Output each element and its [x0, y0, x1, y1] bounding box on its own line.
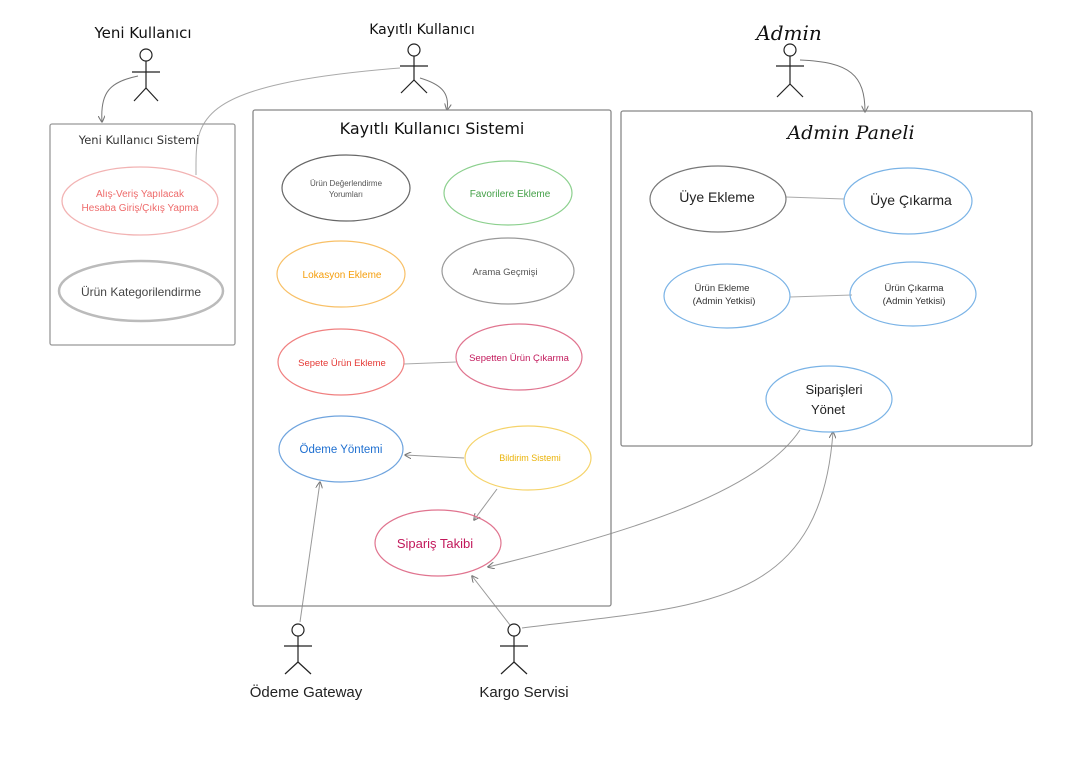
actor-admin: Admin [754, 21, 822, 98]
usecase-arama[interactable]: Arama Geçmişi [441, 237, 575, 305]
usecase-label: Sepetten Ürün Çıkarma [469, 353, 570, 364]
usecase-bildirim[interactable]: Bildirim Sistemi [464, 425, 592, 491]
actor-yeni-kullanici: Yeni Kullanıcı [93, 24, 192, 102]
usecase-label: Yönet [811, 402, 845, 417]
stick-figure-icon [400, 43, 428, 94]
usecase-label: Ürün Kategorilendirme [81, 285, 201, 299]
connector-uye [785, 196, 845, 200]
usecase-label: Ödeme Yöntemi [300, 444, 383, 456]
actor-kayitli-kullanici: Kayıtlı Kullanıcı [369, 22, 475, 94]
connector-gateway-odeme [299, 482, 320, 623]
usecase-siparisleri-yonet[interactable]: Siparişleri Yönet [765, 365, 893, 433]
system-title: Kayıtlı Kullanıcı Sistemi [340, 119, 525, 138]
usecase-login[interactable]: Alış-Veriş Yapılacak Hesaba Giriş/Çıkış … [61, 166, 219, 236]
usecase-odeme-yontemi[interactable]: Ödeme Yöntemi [278, 415, 404, 483]
usecase-label: Yorumları [329, 190, 363, 199]
stick-figure-icon [776, 43, 804, 98]
actor-label: Kayıtlı Kullanıcı [369, 22, 474, 38]
usecase-label: Ürün Çıkarma [884, 283, 944, 294]
usecase-favori[interactable]: Favorilere Ekleme [443, 160, 573, 226]
system-yeni-kullanici: Yeni Kullanıcı Sistemi Alış-Veriş Yapıla… [49, 123, 236, 346]
usecase-label: Sipariş Takibi [397, 536, 473, 551]
connector-siparis-takip [488, 429, 801, 567]
usecase-degerlendirme[interactable]: Ürün Değerlendirme Yorumları [281, 154, 411, 222]
connectors [102, 59, 865, 629]
usecase-sepete[interactable]: Sepete Ürün Ekleme [277, 328, 405, 396]
system-title: Yeni Kullanıcı Sistemi [78, 133, 200, 147]
usecase-uye-ekleme[interactable]: Üye Ekleme [649, 165, 787, 233]
connector-urun [789, 294, 853, 298]
stick-figure-icon [500, 623, 528, 675]
connector-bildirim-takip [474, 488, 498, 520]
usecase-label: Lokasyon Ekleme [303, 270, 382, 281]
actor-label: Ödeme Gateway [250, 683, 363, 701]
connector-kargo-siparis [521, 432, 833, 629]
connector-login-to-kayitli [195, 67, 401, 176]
stick-figure-icon [132, 48, 160, 102]
system-title: Admin Paneli [785, 122, 914, 144]
usecase-lokasyon[interactable]: Lokasyon Ekleme [276, 240, 406, 308]
connector-kayitli-to-system [419, 77, 448, 110]
usecase-label: Alış-Veriş Yapılacak [96, 189, 185, 200]
usecase-urun-cikarma[interactable]: Ürün Çıkarma (Admin Yetkisi) [849, 261, 977, 327]
connector-sepet [403, 361, 457, 365]
usecase-label: (Admin Yetkisi) [693, 296, 756, 307]
usecase-urun-ekleme[interactable]: Ürün Ekleme (Admin Yetkisi) [663, 263, 791, 329]
system-boundary [49, 123, 236, 346]
system-boundary [620, 110, 1033, 447]
usecase-label: Hesaba Giriş/Çıkış Yapma [82, 203, 199, 214]
connector-bildirim-odeme [405, 455, 465, 458]
usecase-uye-cikarma[interactable]: Üye Çıkarma [843, 167, 973, 235]
usecase-kategori[interactable]: Ürün Kategorilendirme [57, 259, 225, 323]
system-boundary [252, 109, 612, 607]
stick-figure-icon [284, 623, 312, 675]
actor-odeme-gateway: Ödeme Gateway [250, 623, 363, 701]
usecase-label: Bildirim Sistemi [499, 453, 561, 463]
usecase-label: Ürün Ekleme [695, 283, 750, 294]
connector-kargo-takip [472, 576, 511, 626]
usecase-label: (Admin Yetkisi) [883, 296, 946, 307]
usecase-label: Üye Çıkarma [870, 191, 952, 208]
usecase-label: Favorilere Ekleme [470, 189, 551, 200]
system-admin-paneli: Admin Paneli Üye Ekleme Üye Çıkarma Ürün… [620, 110, 1033, 447]
usecase-label: Siparişleri [805, 382, 862, 397]
usecase-label: Arama Geçmişi [473, 267, 538, 278]
actor-kargo-servisi: Kargo Servisi [479, 623, 569, 701]
connector-yeni-to-system [102, 75, 139, 122]
usecase-sepetten[interactable]: Sepetten Ürün Çıkarma [455, 323, 583, 391]
actor-label: Admin [754, 21, 822, 45]
usecase-label: Üye Ekleme [679, 188, 755, 205]
connector-admin-to-panel [799, 59, 865, 112]
actor-label: Yeni Kullanıcı [93, 24, 191, 42]
system-kayitli-kullanici: Kayıtlı Kullanıcı Sistemi Ürün Değerlend… [252, 109, 612, 607]
usecase-label: Ürün Değerlendirme [310, 179, 383, 188]
actor-label: Kargo Servisi [479, 684, 568, 701]
usecase-label: Sepete Ürün Ekleme [298, 358, 386, 369]
usecase-siparis-takibi[interactable]: Sipariş Takibi [374, 509, 502, 577]
